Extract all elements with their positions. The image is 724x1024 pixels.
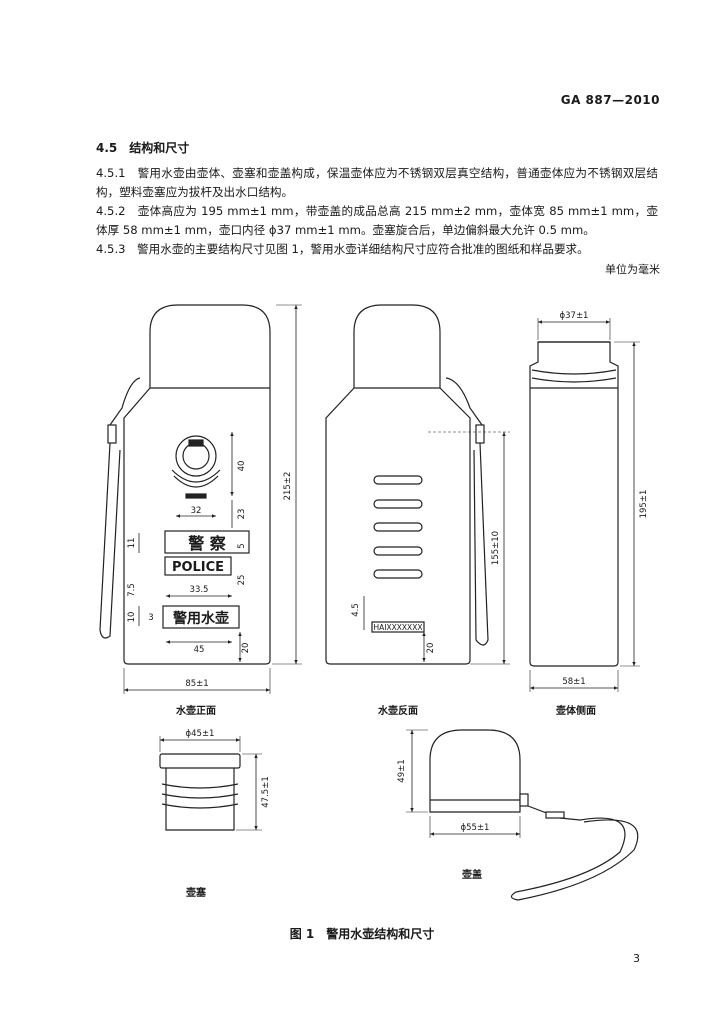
- front-view-drawing: [99, 304, 302, 694]
- back-dim-bottom: 20: [426, 643, 436, 654]
- back-view-label: 水壶反面: [378, 706, 418, 717]
- side-view-label: 壶体侧面: [556, 706, 596, 717]
- unit-note: 单位为毫米: [605, 263, 660, 276]
- standard-code: GA 887—2010: [560, 93, 660, 107]
- side-dim-height: 195±1: [639, 490, 649, 519]
- front-dim-kettle-w: 45: [194, 645, 205, 655]
- front-view-label: 水壶正面: [176, 706, 216, 717]
- page-number: 3: [633, 952, 640, 965]
- front-dim-kettle-h: 10: [127, 612, 137, 623]
- front-dim-width: 85±1: [185, 679, 208, 689]
- front-text-police-cn: 警 察: [187, 534, 227, 553]
- lid-dim-height: 49±1: [397, 759, 407, 782]
- stopper-dim-height: 47.5±1: [261, 776, 271, 807]
- lid-label: 壶盖: [462, 870, 482, 881]
- lid-drawing: [406, 729, 639, 901]
- police-emblem-icon: [171, 435, 221, 499]
- section-title: 4.5 结构和尺寸: [96, 141, 190, 155]
- front-text-police-en: POLICE: [172, 560, 224, 575]
- paragraph-4-5-1: 4.5.1 警用水壶由壶体、壶塞和壶盖构成，保温壶体应为不锈钢双层真空结构，普通…: [96, 166, 658, 199]
- back-view-drawing: [325, 304, 510, 665]
- front-dim-gap-7-5: 7.5: [127, 583, 137, 597]
- side-dim-mouth: ϕ37±1: [560, 311, 589, 321]
- paragraph-4-5-3: 4.5.3 警用水壶的主要结构尺寸见图 1，警用水壶详细结构尺寸应符合批准的图纸…: [96, 242, 589, 256]
- stopper-dim-diameter: ϕ45±1: [186, 729, 215, 739]
- paragraph-4-5-2: 4.5.2 壶体高应为 195 mm±1 mm，带壶盖的成品总高 215 mm±…: [96, 204, 658, 237]
- back-serial-number: HAIXXXXXXX: [374, 623, 423, 632]
- front-dim-cn-h: 11: [127, 538, 137, 549]
- front-dim-emblem-w: 32: [191, 506, 202, 516]
- front-text-kettle: 警用水壶: [173, 610, 229, 627]
- stopper-drawing: [159, 736, 262, 831]
- figure-caption: 图 1 警用水壶结构和尺寸: [289, 927, 435, 941]
- front-dim-emblem-h: 40: [237, 461, 247, 472]
- front-dim-en-w: 33.5: [190, 585, 209, 595]
- lid-dim-diameter: ϕ55±1: [461, 823, 490, 833]
- front-dim-gap-5: 5: [237, 543, 247, 548]
- front-dim-gap-23: 23: [237, 509, 247, 520]
- stopper-label: 壶塞: [186, 888, 206, 899]
- front-dim-total-height: 215±2: [283, 472, 293, 501]
- side-view-drawing: [529, 318, 640, 692]
- front-dim-gap-3: 3: [148, 613, 153, 623]
- side-dim-thickness: 58±1: [562, 677, 585, 687]
- back-dim-scale-h: 155±10: [491, 531, 501, 565]
- front-dim-bottom: 20: [241, 643, 251, 654]
- back-dim-gap-4-5: 4.5: [351, 603, 361, 617]
- front-dim-gap-25: 25: [237, 575, 247, 586]
